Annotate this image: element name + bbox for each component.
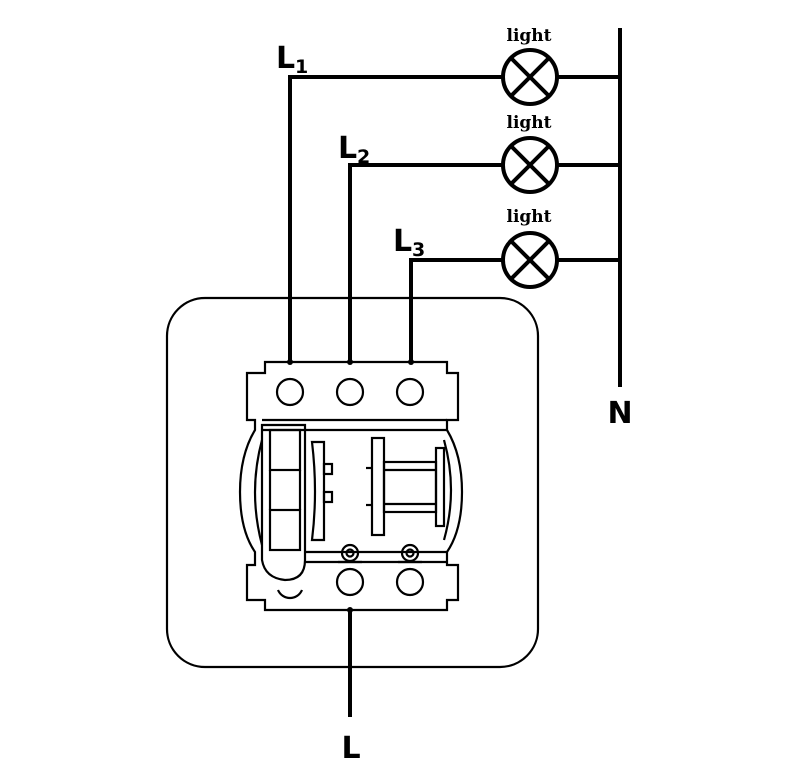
label-l2: L 2 (338, 131, 370, 168)
lamp-3-label: light (506, 207, 551, 227)
wire-l3 (409, 258, 504, 364)
wires (288, 28, 622, 717)
live-label: L (341, 731, 360, 766)
lamp-2-label: light (506, 113, 551, 133)
wire-l1 (288, 75, 504, 364)
terminal-common-screw (335, 567, 365, 597)
terminal-bottom-right-screw (395, 567, 425, 597)
label-l1-letter: L (276, 41, 295, 76)
label-l3-sub: 3 (412, 239, 425, 261)
switch-mechanism (238, 360, 464, 612)
terminal-bottom-left-screw (276, 589, 304, 600)
lamp-1 (501, 48, 559, 106)
wire-l2 (348, 163, 504, 364)
label-l1-sub: 1 (295, 56, 308, 78)
terminal-l1-screw (275, 377, 305, 407)
label-l2-letter: L (338, 131, 357, 166)
neutral-label: N (607, 396, 632, 431)
lamp-3 (501, 231, 559, 289)
switch-wall-plate (165, 296, 540, 669)
contact-spool (366, 436, 453, 541)
label-l3-letter: L (393, 224, 412, 259)
rocker-lever (253, 423, 334, 582)
spring-contact-1 (338, 543, 362, 564)
lamp-1-label: light (506, 26, 551, 46)
label-l3: L 3 (393, 224, 425, 261)
terminal-l2-screw (335, 377, 365, 407)
switch-body-outline (238, 360, 464, 612)
label-l2-sub: 2 (357, 146, 370, 168)
spring-contact-2 (398, 543, 422, 564)
lamp-2 (501, 136, 559, 194)
label-l1: L 1 (276, 41, 308, 78)
terminal-l3-screw (395, 377, 425, 407)
